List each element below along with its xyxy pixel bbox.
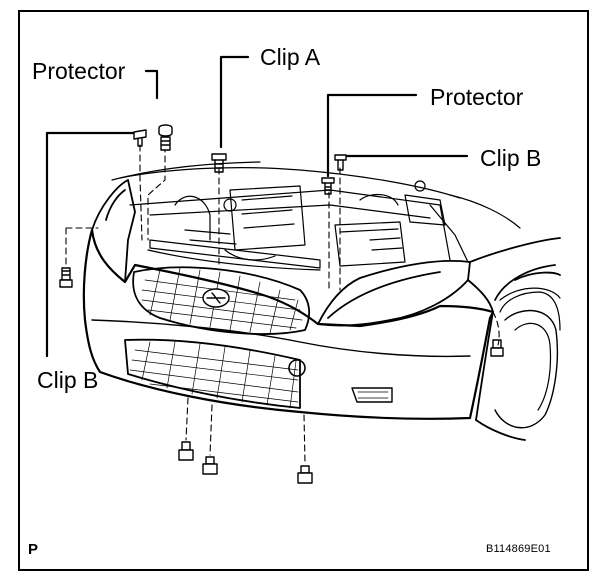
dashed-install-lines: [65, 144, 500, 464]
label-protector-right: Protector: [430, 84, 524, 110]
front-bumper-cover: [82, 228, 495, 420]
diagram-frame: [18, 10, 589, 571]
bolts: [59, 267, 504, 484]
protector-left-part: [133, 124, 173, 151]
right-fender-and-wheel: [467, 237, 561, 441]
grille-mesh: [129, 267, 389, 409]
clip-b-right-part: [334, 154, 347, 171]
leader-protector-right: [326, 93, 418, 178]
leader-clip-b-left: [45, 131, 139, 358]
label-clip-b-right: Clip B: [480, 145, 542, 171]
label-protector-left: Protector: [32, 58, 126, 84]
figure-id: B114869E01: [486, 543, 551, 555]
emblem: [202, 288, 230, 308]
bolt-bottom-3: [297, 465, 313, 484]
bolt-right-fender: [490, 339, 504, 357]
bolt-bottom-2: [202, 456, 218, 475]
bolt-bottom-1: [178, 441, 194, 461]
leader-protector-left: [144, 69, 159, 100]
label-clip-b-left: Clip B: [37, 367, 99, 393]
label-clip-a: Clip A: [260, 44, 321, 70]
leader-lines: [45, 55, 469, 358]
clip-a-part: [211, 153, 227, 173]
protector-right-part: [321, 177, 335, 195]
corner-mark: P: [28, 541, 39, 558]
engine-bay: [111, 161, 521, 271]
leader-clip-a: [219, 55, 250, 149]
bolt-left-side: [59, 267, 73, 288]
